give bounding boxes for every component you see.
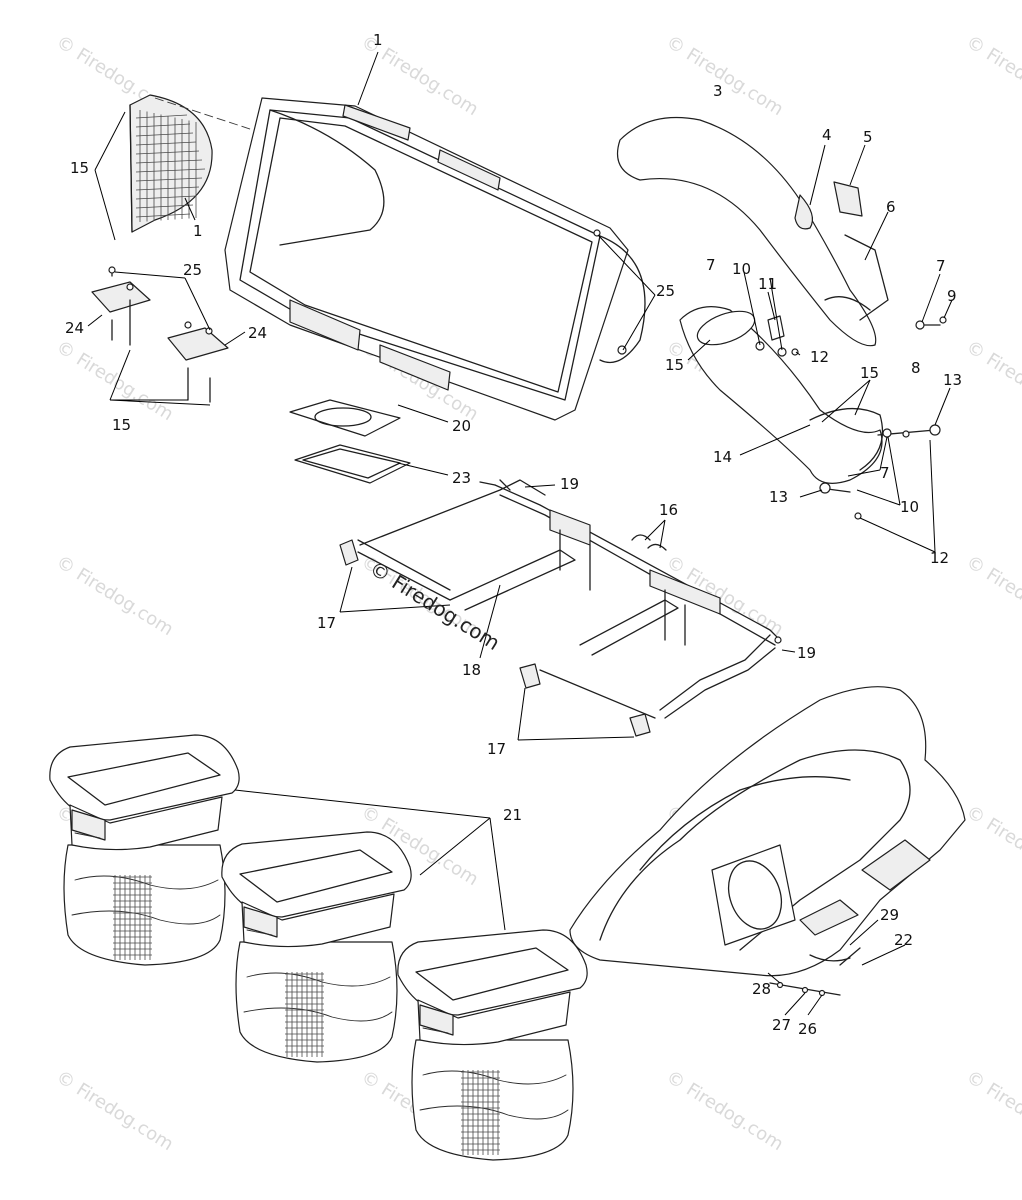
basket-1 [49,734,240,966]
parts-20-23-gaskets [289,399,411,484]
label-22: 22 [894,931,913,949]
label-18: 18 [462,661,481,679]
label-15: 15 [112,416,131,434]
label-9: 9 [947,287,957,305]
watermark-text: © Firedog.com [52,336,177,425]
label-15: 15 [70,159,89,177]
label-19: 19 [797,644,816,662]
label-11: 11 [758,275,777,293]
watermark-text: © Firedog.com [52,1066,177,1155]
part-28-hood [569,686,966,997]
label-7: 7 [706,256,716,274]
parts-17-end-caps [339,539,656,737]
label-13: 13 [943,371,962,389]
watermark-text: © Firedog.com [662,1066,787,1155]
label-2: 1 [373,31,383,49]
watermark-text: © Firedog.com [962,336,1022,425]
label-4: 4 [822,126,832,144]
label-13: 13 [769,488,788,506]
part-19-frame [357,479,782,719]
label-17: 17 [487,740,506,758]
part-16-pins [631,534,667,551]
label-25: 25 [656,282,675,300]
label-3: 3 [713,82,723,100]
part-14-lower-chute [679,306,941,494]
label-27: 27 [772,1016,791,1034]
label-24: 24 [65,319,84,337]
label-7: 7 [936,257,946,275]
label-29: 29 [880,906,899,924]
label-10: 10 [900,498,919,516]
label-20: 20 [452,417,471,435]
watermark-text: © Firedog.com [962,1066,1022,1155]
basket-2 [221,831,412,1063]
label-7: 7 [880,464,890,482]
label-12: 12 [930,549,949,567]
part-number-labels: 1 15 1 25 24 24 15 25 20 23 19 16 17 18 … [65,31,962,1038]
label-10: 10 [732,260,751,278]
label-21: 21 [503,806,522,824]
label-8: 8 [911,359,921,377]
label-28: 28 [752,980,771,998]
basket-3 [397,929,588,1161]
center-watermark: © Firedog.com [365,556,504,655]
watermark-text: © Firedog.com [52,551,177,640]
label-1: 1 [193,222,203,240]
label-15: 15 [860,364,879,382]
label-19: 19 [560,475,579,493]
parts-24-brackets [91,266,229,403]
label-12: 12 [810,348,829,366]
label-15: 15 [665,356,684,374]
part-2-chute-frame [224,97,646,421]
watermark-text: © Firedog.com [962,801,1022,890]
watermark-text: © Firedog.com [962,31,1022,120]
label-17: 17 [317,614,336,632]
watermark-text: © Firedog.com [962,551,1022,640]
watermark-text: © Firedog.com [662,31,787,120]
leader-lines [87,51,953,1016]
label-25: 25 [183,261,202,279]
label-26: 26 [798,1020,817,1038]
parts-21-baskets [49,734,588,1161]
label-24: 24 [248,324,267,342]
label-23: 23 [452,469,471,487]
label-14: 14 [713,448,732,466]
part-3-spout [616,117,889,347]
label-5: 5 [863,128,873,146]
label-16: 16 [659,501,678,519]
label-6: 6 [886,198,896,216]
hardware-cluster [755,315,947,520]
